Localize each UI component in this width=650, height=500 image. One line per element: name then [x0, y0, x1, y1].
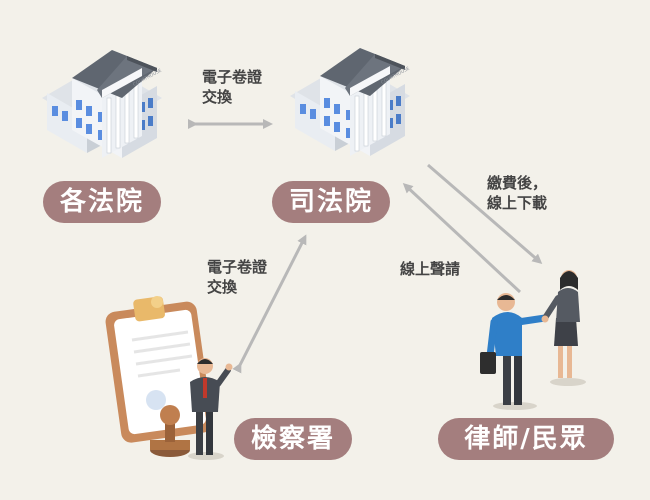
prosecutor-man-icon: [188, 358, 233, 460]
prosecutors-judicial-arrow: [232, 234, 307, 374]
label-courts-judicial-exchange: 電子卷證 交換: [202, 68, 263, 106]
courts-building-icon: [41, 49, 163, 159]
label-pay-download: 繳費後， 線上下載: [487, 174, 548, 212]
node-courts: 各法院: [43, 181, 161, 223]
prosecutor-clipboard-icon: [105, 296, 213, 443]
node-lawyers-public: 律師/民眾: [438, 418, 614, 460]
node-judicial-yuan: 司法院: [272, 181, 390, 223]
label-online-apply: 線上聲請: [400, 260, 461, 278]
public-to-judicial-arrow: [402, 182, 522, 294]
judicial-to-public-arrow: [427, 163, 543, 264]
node-prosecutors: 檢察署: [234, 418, 352, 460]
handshake-people-icon: [480, 270, 586, 410]
judicial-yuan-building-icon: [289, 47, 411, 157]
label-prosecutors-judicial-exchange: 電子卷證 交換: [207, 258, 268, 296]
stamp-icon: [150, 405, 190, 457]
